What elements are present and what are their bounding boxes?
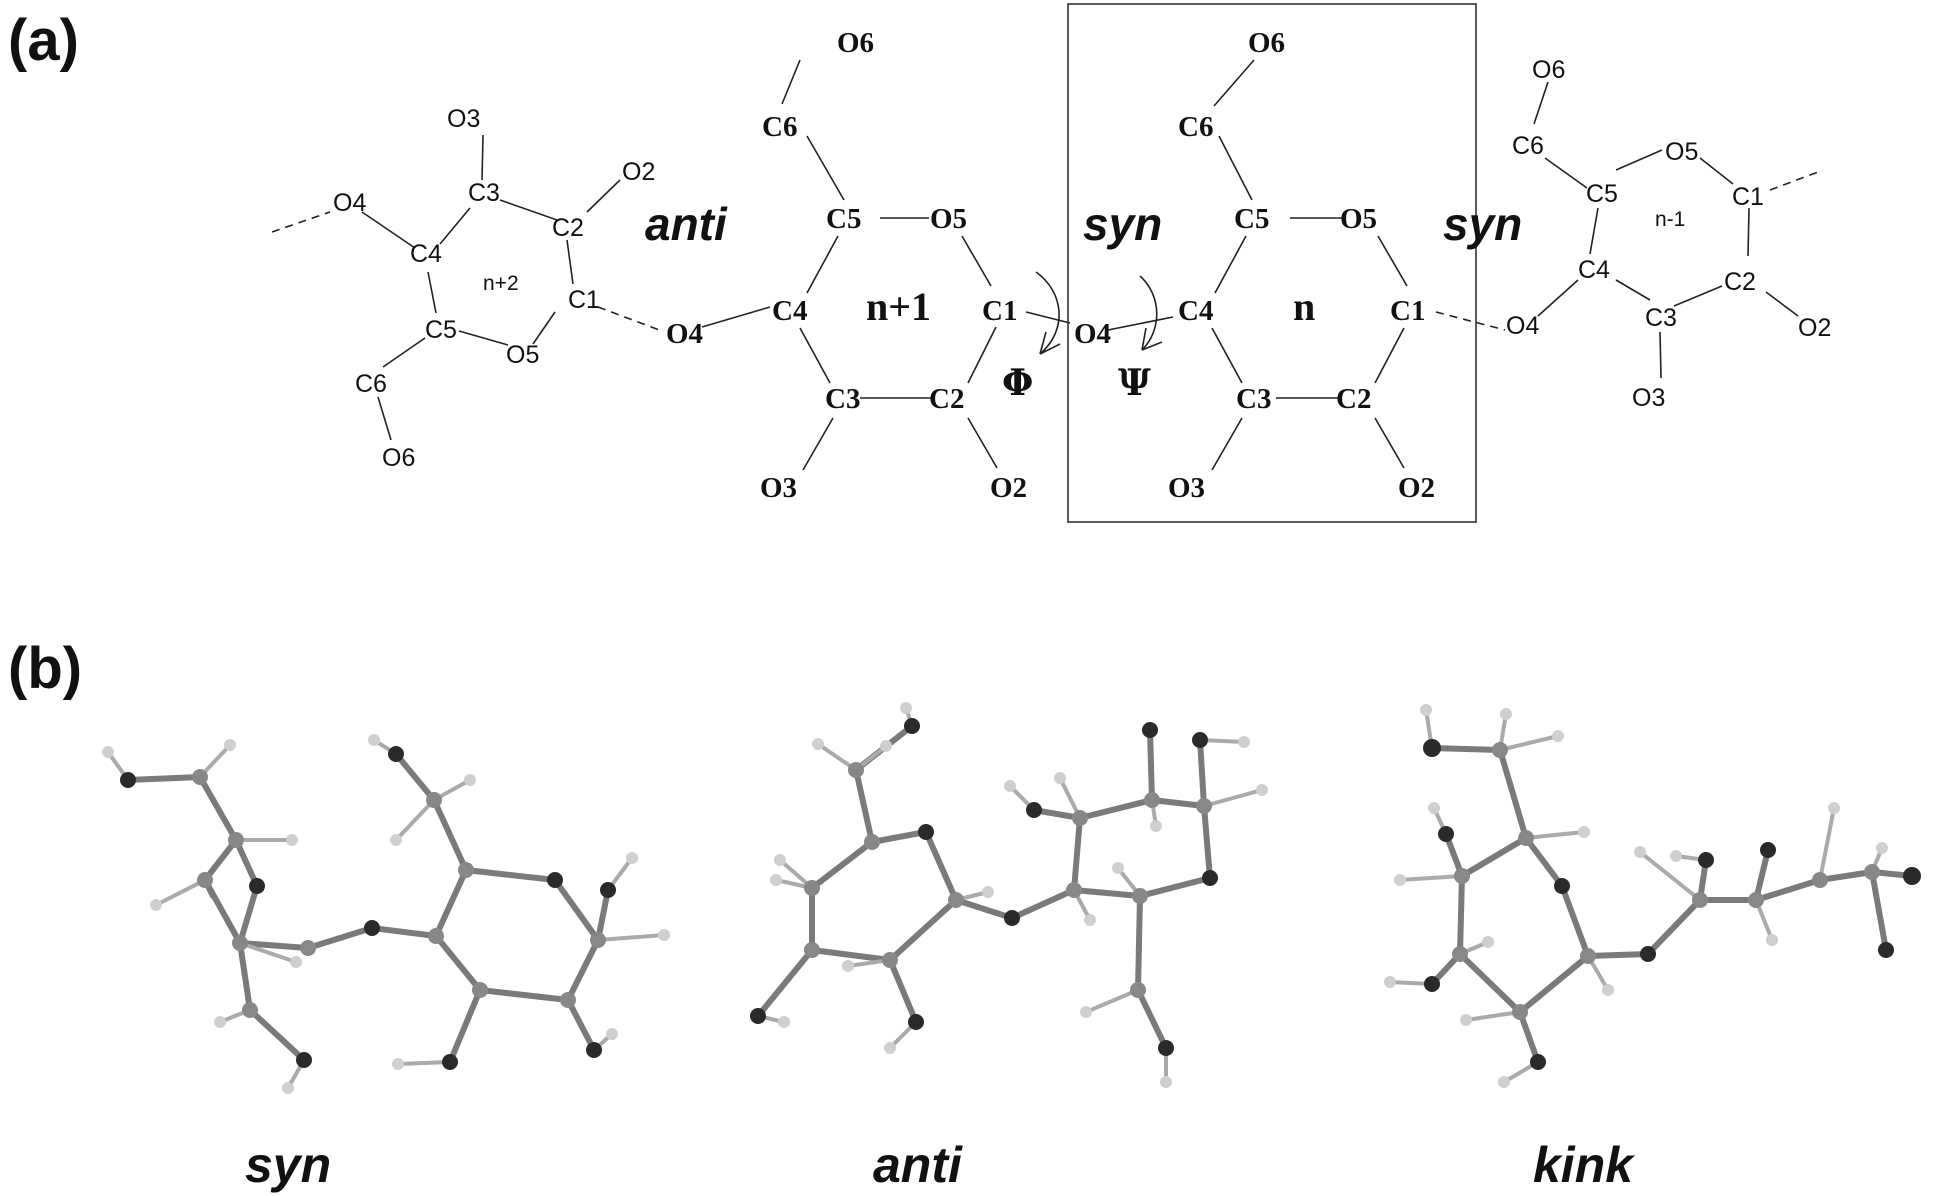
caption-anti: anti (873, 1137, 963, 1193)
atom-C5: C5 (1234, 203, 1269, 235)
atom-O5: O5 (1665, 138, 1698, 166)
atom-C4: C4 (410, 240, 442, 268)
atom-O3: O3 (1168, 472, 1205, 504)
atom-C2: C2 (1724, 268, 1756, 296)
ring-n-plus-2 (271, 134, 663, 441)
atom-C1: C1 (1732, 183, 1764, 211)
conformation-syn-center: syn (1083, 198, 1162, 250)
atom-C6: C6 (762, 111, 797, 143)
ring-n-plus-1 (701, 59, 1071, 471)
atom-C2: C2 (1336, 383, 1371, 415)
panel-a-label: (a) (8, 8, 79, 73)
ring-label-n-plus-1: n+1 (866, 284, 931, 329)
atom-C3: C3 (1645, 304, 1677, 332)
ring-n (1107, 59, 1506, 471)
atom-O5: O5 (930, 203, 967, 235)
atoms-anti (750, 702, 1268, 1088)
atom-O3: O3 (447, 105, 480, 133)
molecule-model-kink (1388, 708, 1915, 1084)
conformation-anti: anti (645, 198, 728, 250)
atom-O4: O4 (333, 189, 366, 217)
atom-O4: O4 (1074, 318, 1111, 350)
ring-label-n-plus-2: n+2 (483, 272, 519, 295)
caption-kink: kink (1533, 1137, 1635, 1193)
atom-C5: C5 (1586, 180, 1618, 208)
atom-C6: C6 (355, 370, 387, 398)
atom-C6: C6 (1512, 132, 1544, 160)
atom-O2: O2 (990, 472, 1027, 504)
caption-syn: syn (245, 1137, 331, 1193)
torsion-phi: Φ (1002, 362, 1033, 404)
atom-O5: O5 (1340, 203, 1377, 235)
atom-C5: C5 (425, 316, 457, 344)
atom-O2: O2 (1398, 472, 1435, 504)
atom-O6: O6 (1532, 56, 1565, 84)
atom-O6: O6 (382, 444, 415, 472)
conformation-syn-right: syn (1443, 198, 1522, 250)
ring-label-n: n (1293, 284, 1315, 329)
torsion-psi: Ψ (1118, 362, 1151, 404)
atom-C1: C1 (1390, 295, 1425, 327)
molecule-model-syn (106, 738, 666, 1090)
panel-b-label: (b) (8, 636, 82, 701)
atom-C4: C4 (772, 295, 807, 327)
atom-C3: C3 (1236, 383, 1271, 415)
atom-C5: C5 (826, 203, 861, 235)
ring-label-n-minus-1: n-1 (1655, 208, 1685, 231)
atom-C3: C3 (468, 179, 500, 207)
atom-O3: O3 (1632, 384, 1665, 412)
atom-C4: C4 (1578, 256, 1610, 284)
atom-C1: C1 (568, 286, 600, 314)
atom-O2: O2 (622, 158, 655, 186)
atom-C6: C6 (1178, 111, 1213, 143)
atom-O6: O6 (837, 27, 874, 59)
atom-C2: C2 (552, 214, 584, 242)
atom-C1: C1 (982, 295, 1017, 327)
atom-O3: O3 (760, 472, 797, 504)
atoms-syn (102, 734, 670, 1094)
ring-n-minus-1 (1533, 81, 1819, 379)
atom-O6: O6 (1248, 27, 1285, 59)
atom-O4: O4 (1506, 312, 1539, 340)
repeat-unit-box (1067, 3, 1477, 523)
atom-C2: C2 (929, 383, 964, 415)
torsion-arrows (1035, 271, 1163, 355)
atoms-kink (1384, 704, 1921, 1088)
atom-C4: C4 (1178, 295, 1213, 327)
atom-O2: O2 (1798, 314, 1831, 342)
molecule-model-anti (755, 706, 1264, 1084)
atom-C3: C3 (825, 383, 860, 415)
atom-O5: O5 (506, 341, 539, 369)
atom-O4: O4 (666, 318, 703, 350)
